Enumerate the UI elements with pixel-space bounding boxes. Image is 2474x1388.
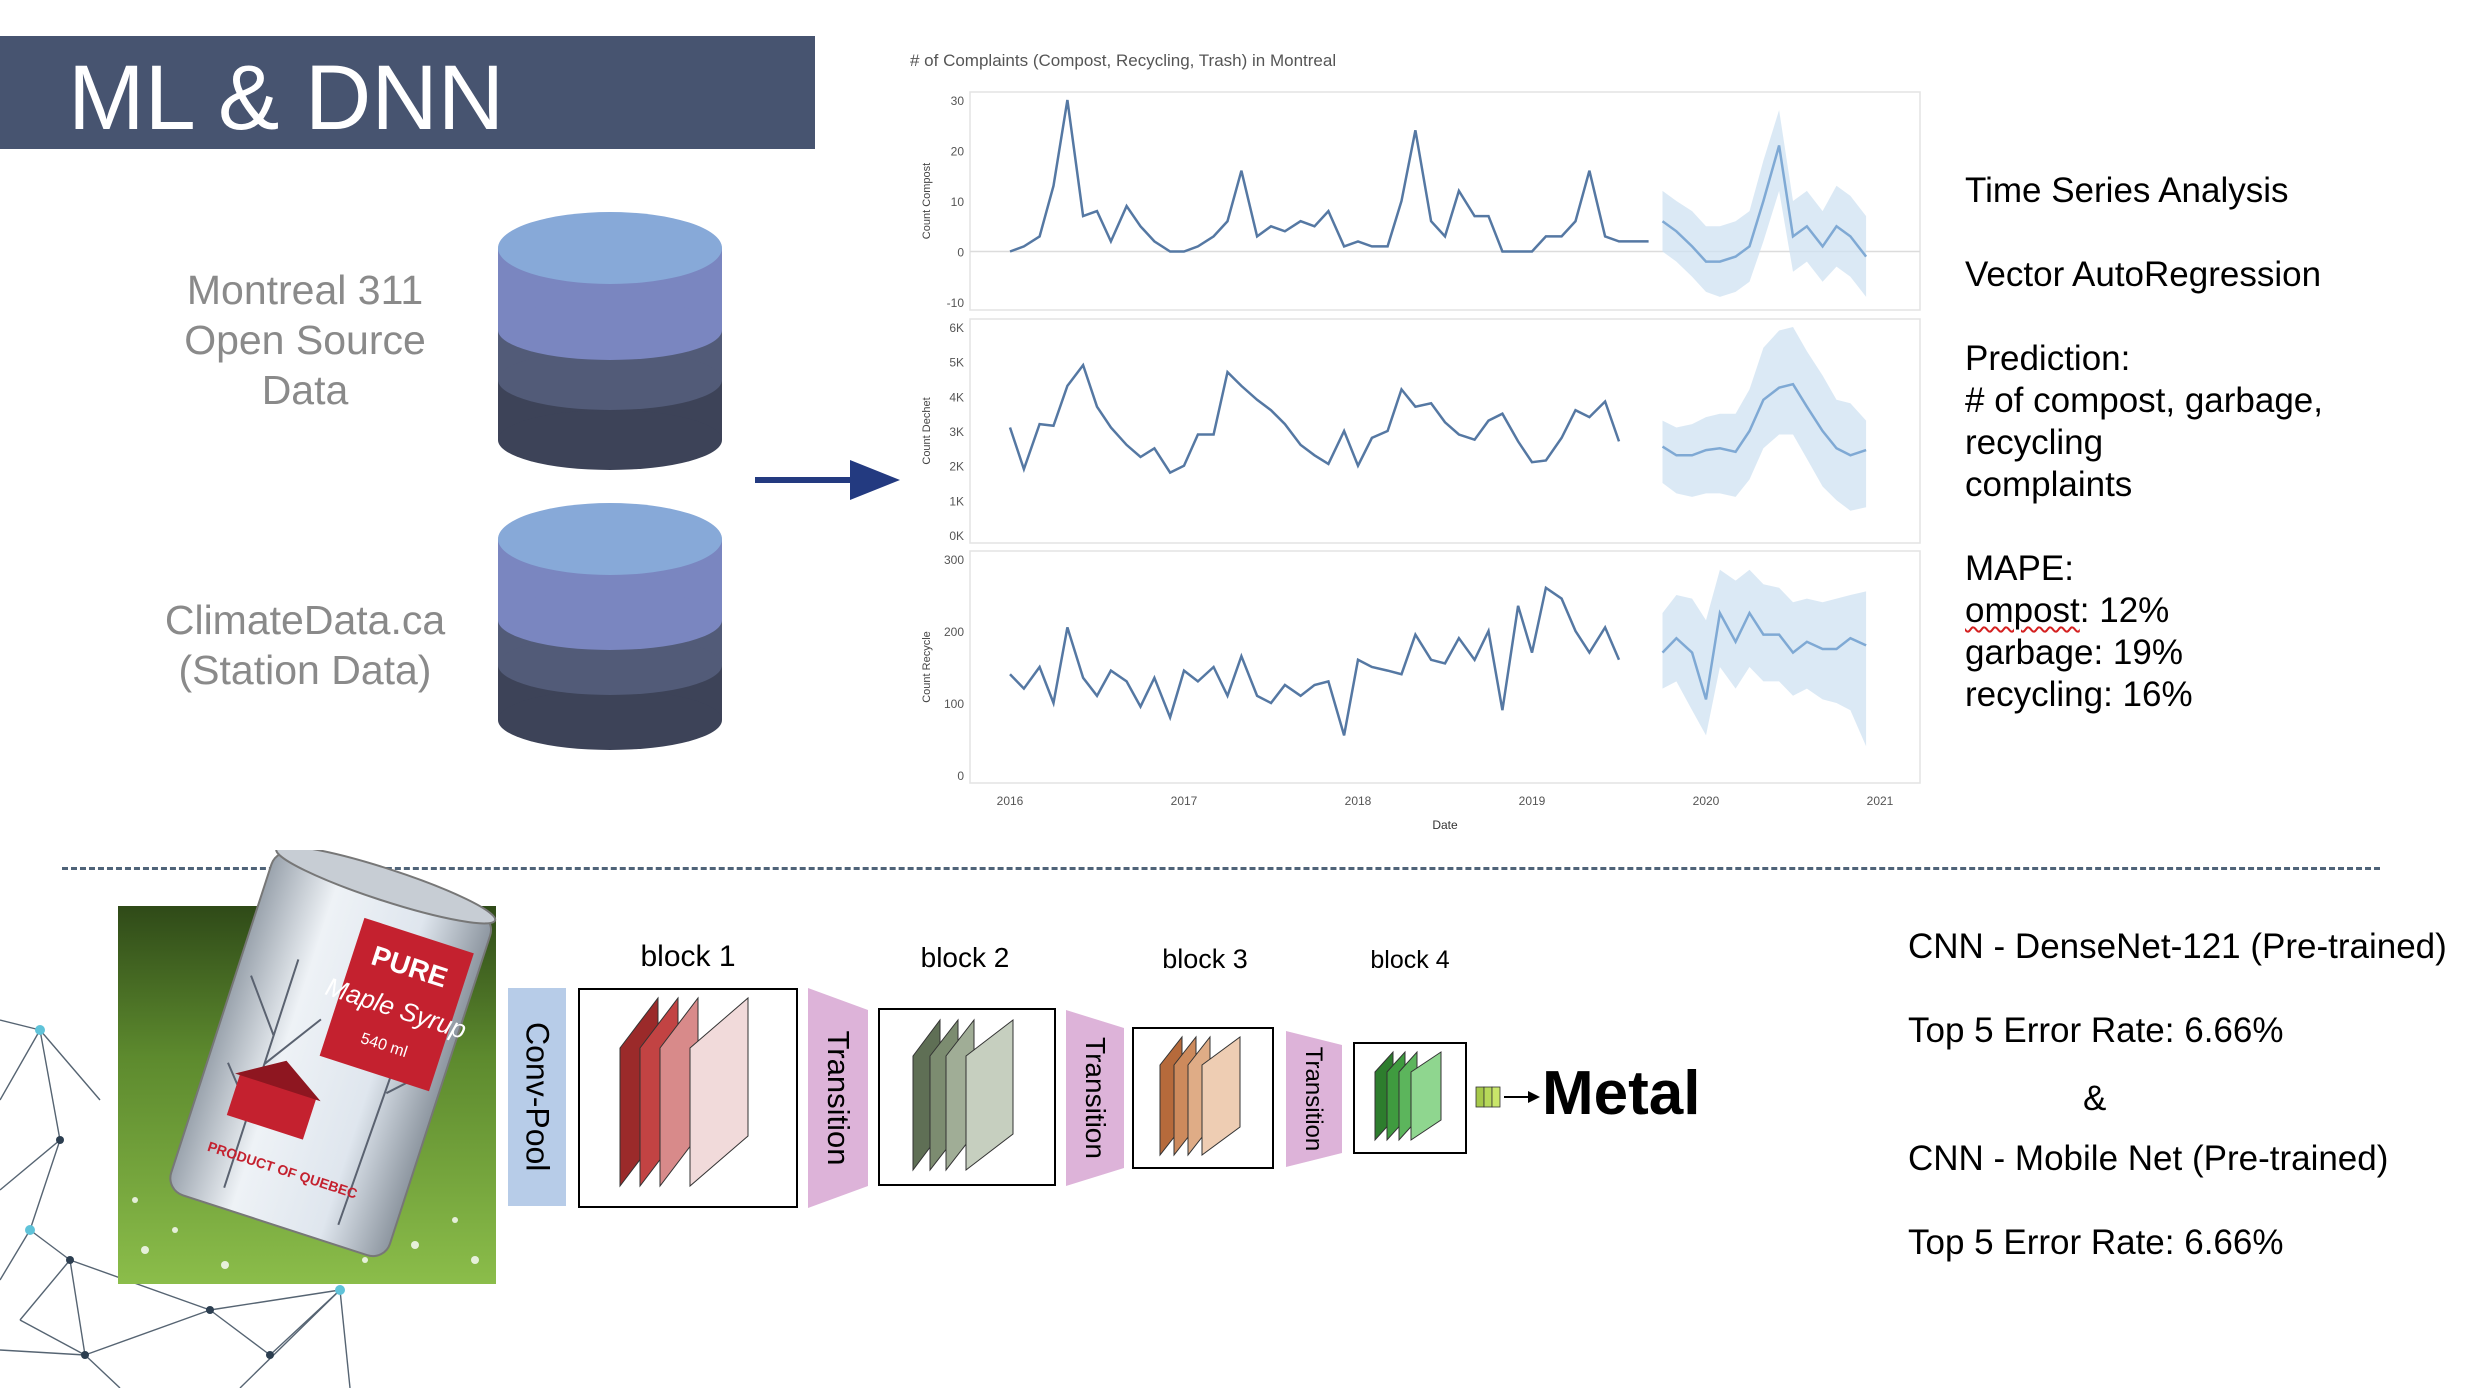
note-spacer — [1965, 296, 2323, 338]
x-tick-label: 2016 — [997, 794, 1024, 808]
source-line: Open Source — [184, 317, 426, 363]
mape-label: ompost — [1965, 591, 2080, 630]
forecast-band — [1662, 327, 1867, 511]
chart-container: # of Complaints (Compost, Recycling, Tra… — [910, 51, 1935, 839]
dense-block-2 — [878, 1008, 1056, 1186]
mape-label: garbage — [1965, 633, 2094, 672]
y-tick-label: 10 — [951, 195, 965, 209]
y-tick-label: 20 — [951, 145, 965, 159]
source-line: ClimateData.ca — [164, 597, 446, 643]
panel-frame — [969, 91, 1921, 311]
block-label: block 2 — [920, 942, 1010, 973]
mape-label: recycling — [1965, 675, 2104, 714]
panel-frame — [969, 550, 1921, 784]
y-tick-label: 0K — [949, 529, 964, 543]
x-tick-label: 2019 — [1519, 794, 1546, 808]
source-label-montreal: Montreal 311 Open Source Data — [140, 265, 470, 415]
title-bar — [0, 36, 815, 149]
forecast-line — [1661, 145, 1868, 263]
x-tick-label: 2018 — [1345, 794, 1372, 808]
block-label: block 4 — [1370, 946, 1450, 974]
note-line: Prediction: — [1965, 339, 2131, 378]
source-line: Montreal 311 — [186, 267, 424, 313]
note-line: MAPE: — [1965, 549, 2074, 588]
series-line — [1009, 585, 1621, 736]
time-series-chart: # of Complaints (Compost, Recycling, Tra… — [910, 51, 1921, 832]
slide-title: ML & DNN — [68, 47, 505, 149]
note-spacer — [1965, 506, 2323, 548]
y-tick-label: 1K — [949, 494, 964, 508]
mape-value: : 12% — [2079, 591, 2170, 630]
cnn-result-line: & — [2083, 1079, 2107, 1118]
dense-block-4 — [1353, 1042, 1467, 1154]
note-line: # of compost, garbage, — [1965, 381, 2323, 420]
x-tick-label: 2020 — [1693, 794, 1720, 808]
cnn-result-line: CNN - Mobile Net (Pre-trained) — [1908, 1139, 2389, 1178]
transition-layer: Transition — [808, 988, 868, 1208]
y-axis-label: Count Dechet — [921, 397, 933, 464]
source-line: Data — [261, 367, 349, 413]
y-tick-label: 100 — [944, 697, 964, 711]
cnn-result-line: Top 5 Error Rate: 6.66% — [1908, 1223, 2284, 1262]
block-label: block 1 — [640, 940, 736, 973]
y-tick-label: 200 — [944, 625, 964, 639]
mape-row: ompost: 12% — [1965, 590, 2323, 632]
transition-label: Transition — [821, 1031, 856, 1166]
x-tick-label: 2021 — [1867, 794, 1894, 808]
database-icon — [498, 503, 722, 750]
arrow-right-icon — [755, 460, 900, 500]
transition-layer: Transition — [1286, 1031, 1342, 1167]
y-tick-label: 6K — [949, 321, 964, 335]
note-line: complaints — [1965, 465, 2133, 504]
series-line — [1008, 362, 1621, 475]
dense-block-1 — [578, 988, 798, 1208]
x-axis-label: Date — [1432, 818, 1458, 832]
mape-value: : 16% — [2103, 675, 2193, 714]
note-line: recycling — [1965, 423, 2104, 462]
dense-block-3 — [1132, 1027, 1274, 1169]
forecast-band — [1662, 569, 1867, 747]
mape-row: recycling: 16% — [1965, 674, 2323, 716]
output-vector-icon — [1475, 1086, 1540, 1108]
chart-title: # of Complaints (Compost, Recycling, Tra… — [910, 54, 1336, 70]
output-label: Metal — [1542, 1059, 1701, 1128]
y-tick-label: 5K — [949, 356, 964, 370]
y-tick-label: 300 — [944, 553, 964, 567]
mape-row: garbage: 19% — [1965, 632, 2323, 674]
network-decoration-icon — [0, 1019, 351, 1388]
conv-pool-layer: Conv-Pool — [508, 988, 566, 1206]
y-axis-label: Count Compost — [921, 163, 933, 239]
forecast-line — [1661, 609, 1867, 700]
y-tick-label: 4K — [949, 390, 964, 404]
y-tick-label: 30 — [951, 94, 965, 108]
transition-label: Transition — [1300, 1047, 1327, 1151]
block-label: block 3 — [1162, 944, 1248, 974]
source-label-climatedata: ClimateData.ca (Station Data) — [140, 595, 470, 695]
transition-layer: Transition — [1066, 1010, 1124, 1186]
panel-frame — [969, 318, 1921, 544]
note-line: Time Series Analysis — [1965, 171, 2289, 210]
y-tick-label: 0 — [957, 246, 964, 260]
mape-value: : 19% — [2093, 633, 2183, 672]
note-line: Vector AutoRegression — [1965, 255, 2322, 294]
maple-syrup-photo: PURE Maple Syrup 540 ml PRODUCT OF QUEBE… — [118, 850, 497, 1284]
y-axis-label: Count Recycle — [921, 631, 933, 703]
x-tick-label: 2017 — [1171, 794, 1198, 808]
forecast-line — [1661, 382, 1867, 457]
transition-label: Transition — [1080, 1037, 1111, 1159]
series-line — [1009, 99, 1649, 253]
y-tick-label: 3K — [949, 425, 964, 439]
cnn-result-line: Top 5 Error Rate: 6.66% — [1908, 1011, 2284, 1050]
note-spacer — [1965, 212, 2323, 254]
source-line: (Station Data) — [178, 647, 432, 693]
y-tick-label: -10 — [947, 296, 965, 310]
forecast-band — [1662, 110, 1867, 297]
section-divider — [62, 867, 2380, 870]
database-icon — [498, 212, 722, 470]
time-series-notes: Time Series Analysis Vector AutoRegressi… — [1965, 170, 2323, 716]
y-tick-label: 0 — [957, 769, 964, 783]
y-tick-label: 2K — [949, 460, 964, 474]
cnn-result-line: CNN - DenseNet-121 (Pre-trained) — [1908, 927, 2447, 966]
